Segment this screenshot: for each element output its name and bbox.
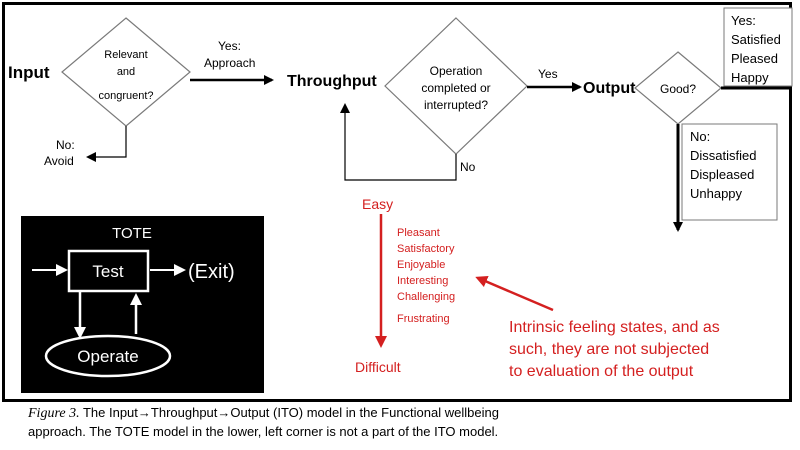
output-label: Output: [583, 80, 636, 97]
good-no-outcome-text: No: Dissatisfied Displeased Unhappy: [690, 127, 756, 203]
intrinsic-note-line3: to evaluation of the output: [509, 363, 694, 380]
good-no-outcome-box: [681, 123, 778, 221]
scale-easy-label: Easy: [362, 196, 393, 212]
good-yes-line2: Satisfied: [731, 32, 781, 47]
operation-text-line1: Operation: [430, 64, 483, 78]
good-no-line1: No:: [690, 129, 711, 144]
tote-test-label: Test: [92, 262, 123, 281]
figure-caption: Figure 3. The Input→Throughput→Output (I…: [28, 404, 788, 441]
relevant-text-line2: and: [117, 66, 135, 78]
throughput-label: Throughput: [287, 73, 377, 90]
tote-operate-ellipse: [44, 334, 172, 378]
input-label: Input: [8, 63, 50, 82]
scale-item-enjoyable: Enjoyable: [397, 259, 445, 271]
approach-yes-label: Yes:: [218, 39, 241, 53]
tote-title: TOTE: [112, 225, 152, 242]
good-no-line4: Unhappy: [690, 186, 743, 201]
tote-operate-label: Operate: [77, 347, 138, 366]
good-yes-outcome-text: Yes: Satisfied Pleased Happy: [731, 11, 781, 87]
scale-item-interesting: Interesting: [397, 275, 448, 287]
relevant-text-line1: Relevant: [104, 49, 147, 61]
figure-caption-label: Figure 3.: [28, 406, 80, 421]
good-no-line3: Displeased: [690, 167, 755, 182]
good-yes-outcome-box: [723, 7, 793, 87]
approach-label: Approach: [204, 56, 255, 70]
good-yes-line3: Pleased: [731, 51, 778, 66]
scale-item-satisfactory: Satisfactory: [397, 243, 455, 255]
good-no-line2: Dissatisfied: [690, 148, 757, 163]
operation-text-line2: completed or: [421, 81, 490, 95]
operation-no-loop-arrow: [340, 103, 457, 181]
intrinsic-note-line2: such, they are not subjected: [509, 341, 709, 358]
good-label: Good?: [660, 82, 696, 96]
relevant-text-line3: congruent?: [98, 90, 153, 102]
figure-caption-line1: The Input→Throughput→Output (ITO) model …: [79, 405, 499, 420]
operation-text-line3: interrupted?: [424, 98, 488, 112]
scale-item-pleasant: Pleasant: [397, 227, 440, 239]
diagram-frame: [2, 2, 792, 402]
figure-caption-line2: approach. The TOTE model in the lower, l…: [28, 424, 499, 439]
avoid-label: Avoid: [44, 154, 74, 168]
operation-no-label: No: [460, 160, 476, 174]
tote-panel: [21, 216, 264, 393]
scale-item-frustrating: Frustrating: [397, 313, 450, 325]
avoid-arrow: [86, 126, 127, 162]
scale-difficult-label: Difficult: [355, 359, 401, 375]
operation-yes-label: Yes: [538, 67, 558, 81]
intrinsic-note-arrow: [475, 276, 554, 312]
good-yes-line4: Happy: [731, 70, 769, 85]
good-yes-line1: Yes:: [731, 13, 756, 28]
tote-test-box: [67, 249, 150, 293]
scale-item-challenging: Challenging: [397, 291, 455, 303]
tote-exit-label: (Exit): [188, 261, 235, 283]
avoid-no-label: No:: [56, 138, 75, 152]
intrinsic-note-line1: Intrinsic feeling states, and as: [509, 319, 720, 336]
